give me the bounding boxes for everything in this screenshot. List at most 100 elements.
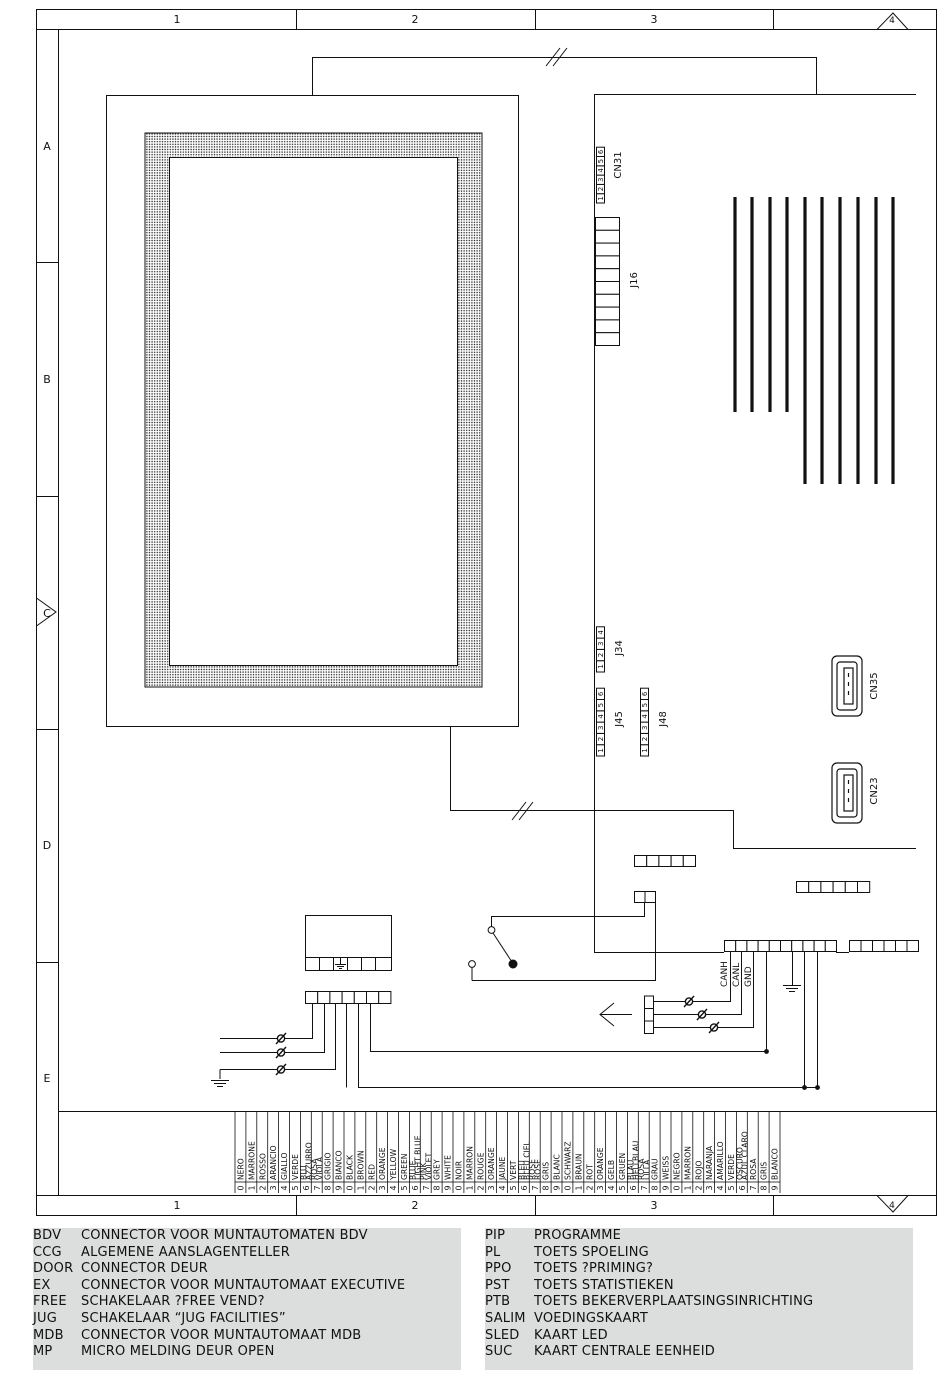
legend-row: SLED KAART LED: [485, 1328, 913, 1345]
legend-code: PST: [485, 1277, 510, 1293]
color-table-number: 9: [444, 1185, 453, 1190]
color-table-number: 9: [771, 1185, 780, 1190]
color-table-name: VERDE: [291, 1154, 300, 1180]
legend-description: TOETS BEKERVERPLAATSINGSINRICHTING: [534, 1294, 814, 1310]
column-label-3: 3: [651, 13, 658, 26]
connector-block-right: [820, 881, 834, 893]
color-table-number: 9: [553, 1185, 562, 1190]
cn31-pin-number: 1: [597, 196, 605, 200]
color-table-name: BRAUN: [574, 1153, 583, 1180]
can-labels: CANH CANL GND: [720, 961, 754, 987]
color-table-name: ROSA: [637, 1158, 646, 1180]
color-table-name: NEGRO: [672, 1152, 681, 1180]
frame-column-labels: 1 2 3 4 1 2 3 4: [174, 13, 896, 1212]
legend-row: SALIM VOEDINGSKAART: [485, 1311, 913, 1328]
color-table-number: 4: [498, 1185, 507, 1190]
color-table-name: OSCURO: [735, 1147, 744, 1180]
wires: [219, 47, 916, 1088]
color-table-number: 2: [476, 1185, 485, 1190]
j16-slot: [595, 255, 620, 270]
connector-block-can: [724, 940, 737, 952]
color-table-number: 1: [465, 1185, 474, 1190]
color-table-name: VERT: [509, 1160, 518, 1180]
legend-code: SALIM: [485, 1310, 526, 1326]
connector-block-arrow: [644, 1020, 654, 1034]
j48-pin-number: 5: [641, 703, 649, 707]
legend-description: VOEDINGSKAART: [534, 1310, 649, 1326]
connector-block-edge: [906, 940, 919, 952]
color-table-number: 3: [378, 1185, 387, 1190]
color-table-name: ROUGE: [476, 1152, 485, 1180]
column-label-3-bottom: 3: [651, 1199, 658, 1212]
color-table-number: 0: [672, 1185, 681, 1190]
color-table-name: MARRONE: [247, 1141, 256, 1180]
column-label-4: 4: [889, 16, 895, 26]
color-table-number: 5: [509, 1185, 518, 1190]
column-label-2-bottom: 2: [412, 1199, 419, 1212]
connector-block-upper: [646, 855, 660, 867]
legend-code: SLED: [485, 1327, 520, 1343]
color-table-name: ARANCIO: [269, 1145, 278, 1180]
color-table-name: ROSE: [528, 1159, 537, 1180]
color-table-name: VERDE: [727, 1154, 736, 1180]
color-table-name: GRIS: [542, 1162, 551, 1180]
legend-description: TOETS ?PRIMING?: [534, 1261, 654, 1277]
legend-code: PTB: [485, 1294, 511, 1310]
color-table-number: 2: [258, 1185, 267, 1190]
legend-description: TOETS SPOELING: [534, 1244, 649, 1260]
connector-block-can: [735, 940, 748, 952]
connector-j34-label: J34: [614, 640, 625, 657]
color-table-name: VIOLA: [316, 1156, 325, 1180]
color-table-number: 5: [618, 1185, 627, 1190]
connector-block-left: [329, 991, 343, 1004]
ground-icon-box: [335, 958, 346, 969]
color-table-number: 3: [487, 1185, 496, 1190]
color-table-name: BLACK: [345, 1154, 354, 1180]
j48-pin-number: 3: [641, 726, 649, 730]
color-table-name: MARRON: [465, 1146, 474, 1180]
connector-block-edge: [849, 940, 862, 952]
legend-code: PIP: [485, 1228, 506, 1243]
row-label-a: A: [43, 140, 51, 153]
color-table-name: AMARILLO: [716, 1141, 725, 1180]
connector-block-left: [305, 991, 319, 1004]
color-table-name: AZUL CLARO: [741, 1131, 750, 1180]
color-table-name: ORANGE: [378, 1147, 387, 1180]
color-table-number: 9: [662, 1185, 671, 1190]
color-table-name: ROSE: [534, 1159, 543, 1180]
cn31-pin-number: 6: [597, 149, 605, 154]
j48-pin-number: 1: [641, 748, 649, 752]
color-table-number: 3: [269, 1185, 278, 1190]
legend-description: CONNECTOR DEUR: [81, 1261, 208, 1277]
connector-block-right: [857, 881, 871, 893]
color-table-number: 7: [422, 1185, 431, 1190]
color-table-number: 5: [400, 1185, 409, 1190]
color-table-name: GRIGIO: [324, 1152, 333, 1180]
connector-block-left: [341, 991, 355, 1004]
ground-icon-can: [783, 985, 801, 992]
color-table-name: SCHWARZ: [563, 1141, 572, 1180]
legend-description: CONNECTOR VOOR MUNTAUTOMAAT MDB: [81, 1327, 362, 1343]
connector-block-can: [813, 940, 826, 952]
connector-block-arrow: [644, 995, 654, 1009]
j16-slot: [595, 217, 620, 231]
color-table-number: 6: [629, 1185, 638, 1190]
connector-block-switch: [644, 891, 656, 903]
connector-block-right: [796, 881, 810, 893]
legend-code: DOOR: [33, 1261, 74, 1277]
color-table-name: WEISS: [662, 1156, 671, 1180]
j45-pin-6: [596, 687, 605, 701]
legend-row: DOOR CONNECTOR DEUR: [33, 1261, 461, 1278]
color-table-name: AZZURRO: [305, 1142, 314, 1180]
legend-description: CONNECTOR VOOR MUNTAUTOMATEN BDV: [81, 1228, 368, 1243]
legend-description: KAART LED: [534, 1327, 608, 1343]
color-table-name: BLAU: [626, 1160, 635, 1180]
ground-icon: [211, 1080, 229, 1087]
door-switch: [468, 926, 518, 981]
